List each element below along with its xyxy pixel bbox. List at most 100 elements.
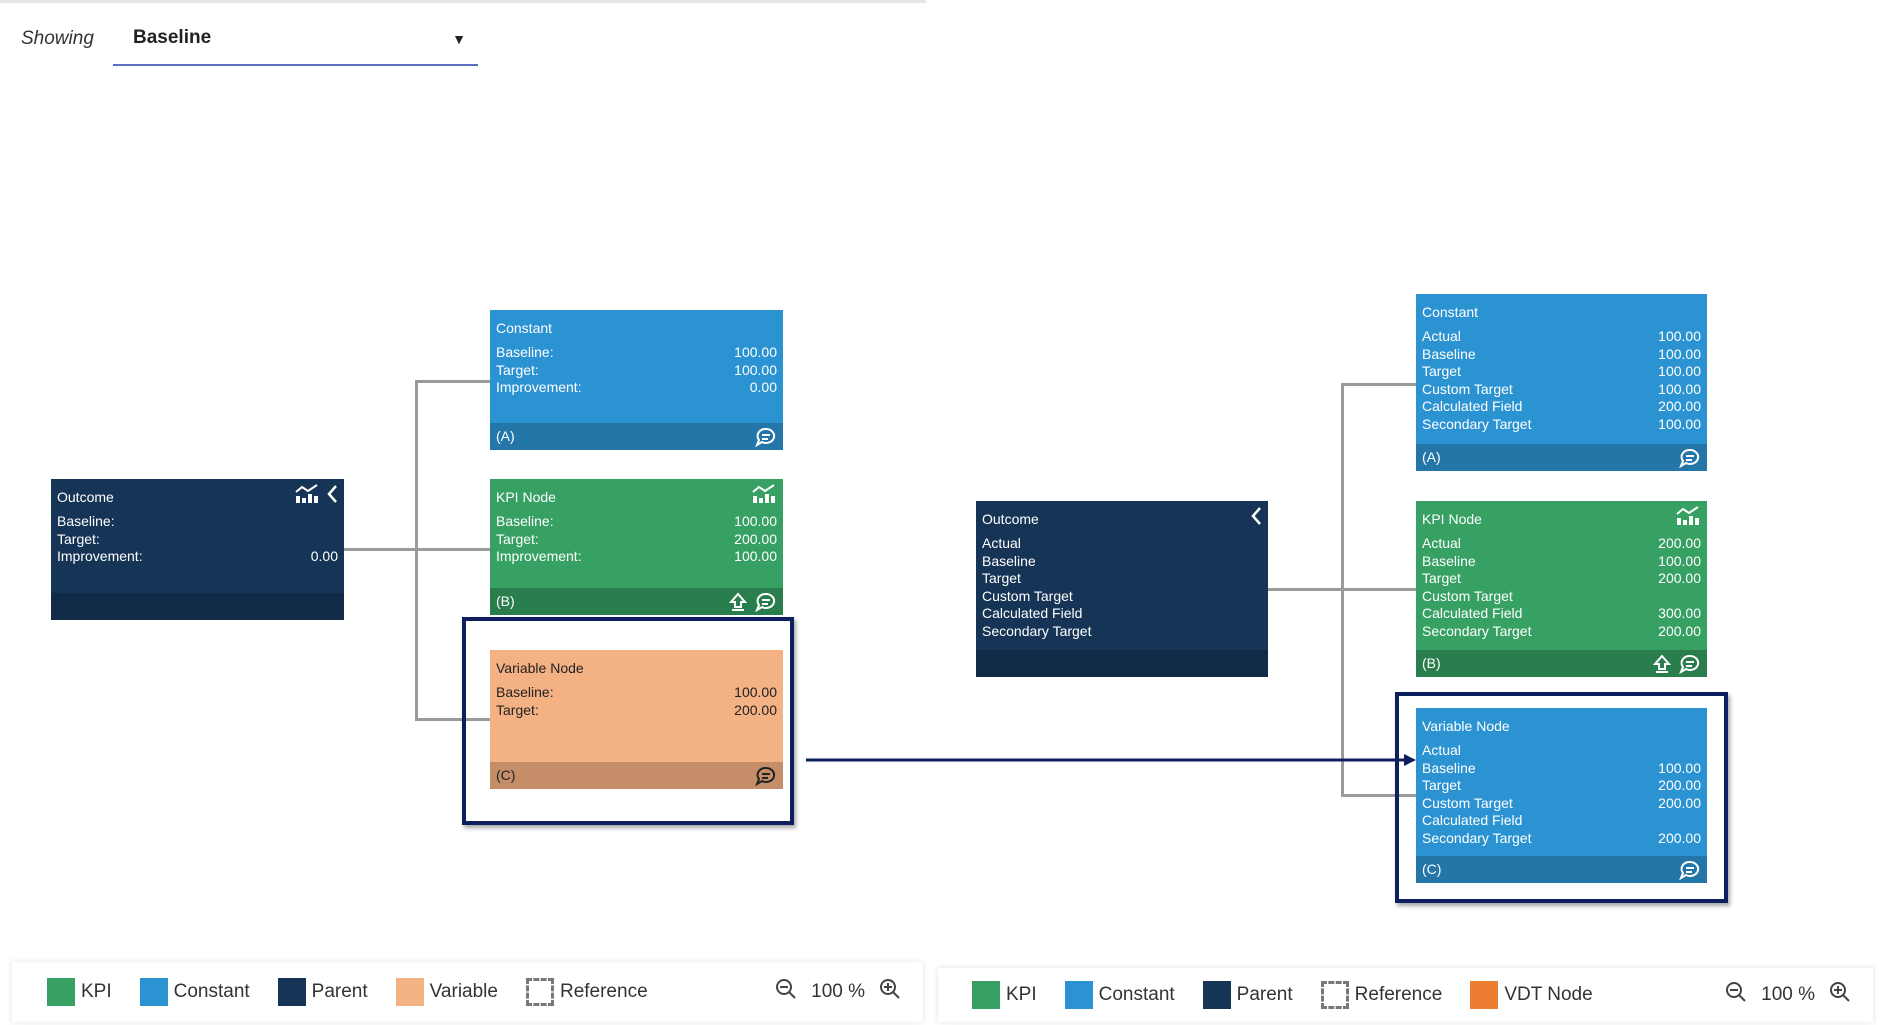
node-field-row: Target:200.00 xyxy=(496,531,777,549)
field-value: 100.00 xyxy=(1658,328,1701,344)
node-field-row: Baseline xyxy=(982,553,1262,571)
field-value: 100.00 xyxy=(734,684,777,700)
node-field-row: Calculated Field xyxy=(982,605,1262,623)
chart-icon[interactable] xyxy=(294,484,320,504)
chart-icon[interactable] xyxy=(751,484,777,504)
field-label: Calculated Field xyxy=(1422,605,1523,621)
field-value: 200.00 xyxy=(734,701,777,718)
zoom-out-icon[interactable] xyxy=(1725,981,1747,1009)
node-title: Outcome xyxy=(57,489,114,505)
field-label: Baseline xyxy=(982,552,1036,569)
node-footer-label: (C) xyxy=(496,767,516,783)
node-footer-icons xyxy=(729,592,777,612)
comment-icon[interactable] xyxy=(1679,654,1701,674)
comment-icon[interactable] xyxy=(755,592,777,612)
field-value: 200.00 xyxy=(1658,398,1701,414)
node-field-row: Baseline:100.00 xyxy=(496,513,777,531)
comment-icon[interactable] xyxy=(755,427,777,447)
field-label: Secondary Target xyxy=(1422,829,1532,846)
legend-swatch xyxy=(277,978,306,1006)
field-label: Actual xyxy=(1422,742,1461,758)
node-footer-label: (C) xyxy=(1422,861,1442,877)
node-field-row: Actual xyxy=(982,535,1262,553)
top-divider xyxy=(0,0,926,3)
field-label: Calculated Field xyxy=(982,605,1083,621)
node-title: KPI Node xyxy=(496,489,556,505)
zoom-in-icon[interactable] xyxy=(879,978,901,1006)
chevron-left-icon[interactable] xyxy=(326,484,338,504)
node-title: Constant xyxy=(496,320,553,336)
zoom-level: 100 % xyxy=(1761,984,1815,1005)
chart-icon[interactable] xyxy=(1675,506,1701,526)
legend-swatch xyxy=(47,978,75,1006)
field-value: 200.00 xyxy=(1658,829,1701,846)
field-value: 200.00 xyxy=(1658,570,1701,586)
showing-label: Showing xyxy=(21,28,94,49)
node-footer: (A) xyxy=(490,423,783,450)
field-value: 200.00 xyxy=(1658,622,1701,639)
view-select[interactable]: Baseline ▼ xyxy=(113,22,478,66)
field-value: 200.00 xyxy=(734,530,777,547)
upload-icon[interactable] xyxy=(729,592,747,612)
legend-swatch xyxy=(139,978,168,1006)
field-value: 100.00 xyxy=(1658,415,1701,432)
field-label: Baseline xyxy=(1422,552,1476,569)
upload-icon[interactable] xyxy=(1653,654,1671,674)
caret-down-icon: ▼ xyxy=(452,31,466,47)
connector xyxy=(415,380,490,383)
node-title: Variable Node xyxy=(496,660,584,676)
connector xyxy=(1341,794,1416,797)
node-footer-label: (A) xyxy=(496,428,515,444)
legend-label: Reference xyxy=(1354,984,1443,1005)
field-label: Actual xyxy=(1422,535,1461,551)
zoom-controls: 100 % xyxy=(1725,981,1851,1009)
node-footer-icons xyxy=(1679,448,1701,468)
zoom-in-icon[interactable] xyxy=(1829,981,1851,1009)
node-footer xyxy=(976,650,1268,677)
field-label: Target xyxy=(1422,363,1461,379)
legend-label: Constant xyxy=(173,981,250,1002)
field-label: Custom Target xyxy=(1422,794,1513,811)
zoom-out-icon[interactable] xyxy=(775,978,797,1006)
field-value: 100.00 xyxy=(1658,380,1701,397)
legend-swatch xyxy=(1202,981,1231,1009)
node-footer-icons xyxy=(755,427,777,447)
node-header-icons xyxy=(1250,506,1262,526)
node-title: KPI Node xyxy=(1422,511,1482,527)
chevron-left-icon[interactable] xyxy=(1250,506,1262,526)
view-select-value: Baseline xyxy=(133,27,212,48)
comment-icon[interactable] xyxy=(755,766,777,786)
highlight-box-left xyxy=(462,617,794,825)
field-label: Baseline: xyxy=(496,684,554,700)
comment-icon[interactable] xyxy=(1679,448,1701,468)
legend-swatch xyxy=(525,978,554,1006)
node-field-row: Custom Target xyxy=(1422,588,1701,606)
zoom-controls: 100 % xyxy=(775,978,901,1006)
field-label: Secondary Target xyxy=(982,622,1092,639)
field-label: Custom Target xyxy=(982,587,1073,604)
field-value: 100.00 xyxy=(734,361,777,378)
legend-swatch xyxy=(1320,981,1349,1009)
comment-icon[interactable] xyxy=(1679,860,1701,880)
node-field-row: Target:100.00 xyxy=(496,362,777,380)
node-fields: Baseline:Target:Improvement:0.00 xyxy=(57,513,338,566)
node-header-icons xyxy=(294,484,338,504)
